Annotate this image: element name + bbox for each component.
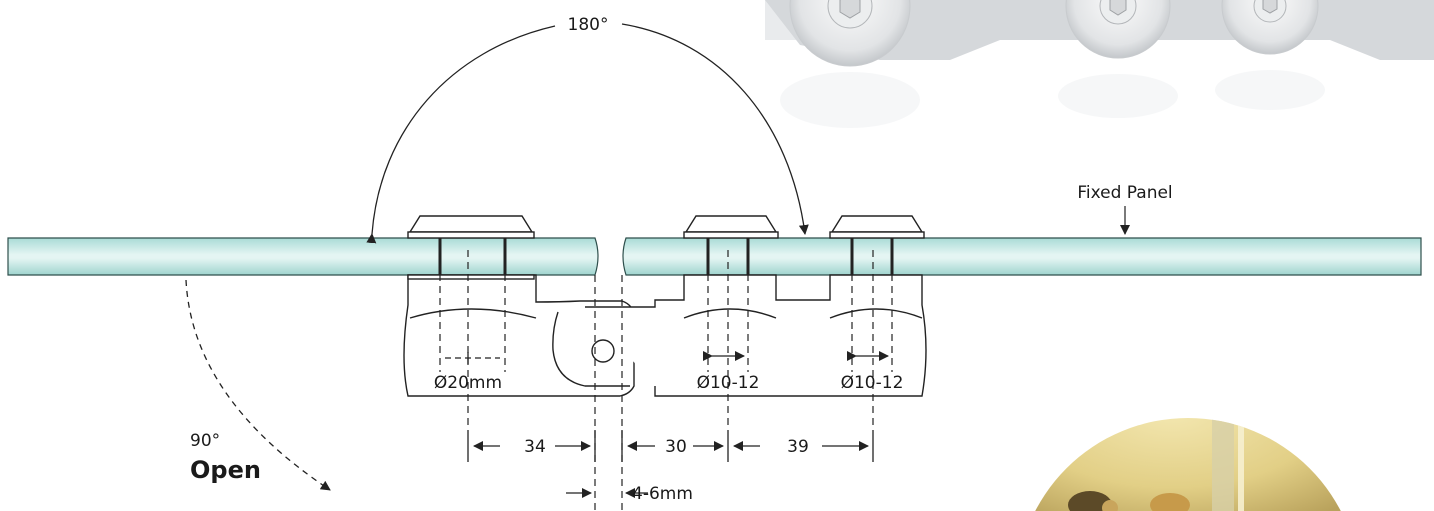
roller-hardware-photo [765, 0, 1434, 128]
angle-90-label: 90° [190, 431, 220, 451]
gap-label: 4-6mm [632, 484, 693, 504]
fixed-glass-panel [622, 237, 1422, 276]
installed-hinge-photo [1016, 418, 1360, 511]
hole-dimension-arrows [445, 351, 889, 364]
clamp-cap-middle [683, 215, 779, 275]
open-arc-90 [185, 279, 331, 491]
swing-glass-panel [7, 237, 599, 276]
fixed-panel-label: Fixed Panel [1077, 183, 1172, 203]
construction-lines [439, 250, 893, 511]
dimension-lines [467, 430, 874, 498]
angle-180-label: 180° [568, 15, 609, 35]
dimension-34: 34 [524, 437, 546, 457]
open-label: Open [190, 456, 261, 484]
swing-arc-180 [366, 23, 809, 244]
dimension-30: 30 [665, 437, 687, 457]
hole-label-middle: Ø10-12 [697, 373, 760, 393]
hole-label-right: Ø10-12 [841, 373, 904, 393]
hole-label-left: Ø20mm [434, 373, 502, 393]
dimension-39: 39 [787, 437, 809, 457]
